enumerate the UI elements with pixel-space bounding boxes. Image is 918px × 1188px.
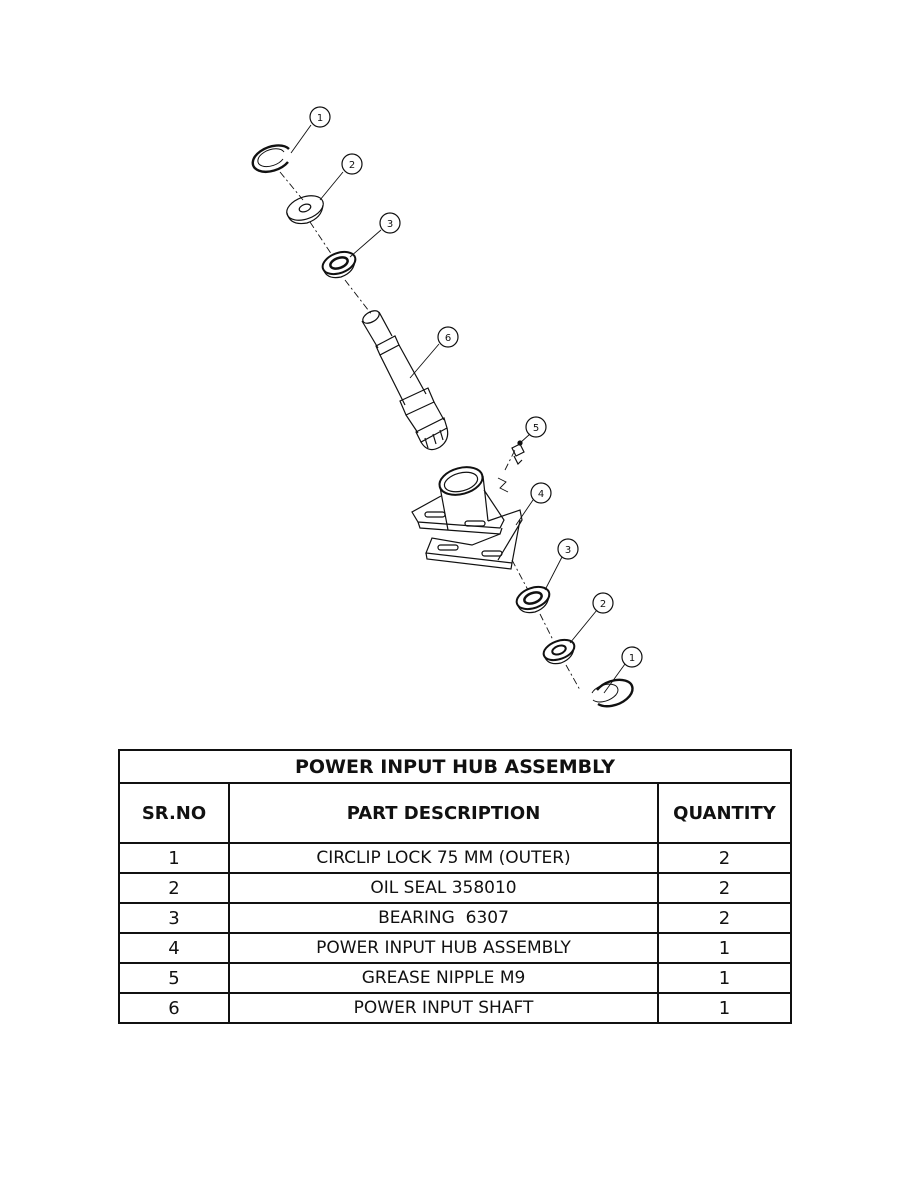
table-row: 6 POWER INPUT SHAFT 1 (118, 992, 792, 1024)
table-row: 5 GREASE NIPPLE M9 1 (118, 962, 792, 994)
exploded-assembly-diagram: 1 2 3 6 5 4 3 2 1 (251, 106, 643, 708)
parts-list-table: POWER INPUT HUB ASSEMBLY SR.NO PART DESC… (118, 749, 792, 1024)
circlip-top (251, 144, 290, 174)
table-row: 2 OIL SEAL 358010 2 (118, 872, 792, 904)
callout-3-bottom (544, 538, 579, 591)
callout-label: 1 (629, 653, 635, 664)
quantity-cell: 2 (657, 902, 792, 934)
quantity-cell: 1 (657, 992, 792, 1024)
part-description-cell: GREASE NIPPLE M9 (228, 962, 659, 994)
table-row: 3 BEARING 6307 2 (118, 902, 792, 934)
callout-5 (519, 416, 547, 444)
callout-3-top (349, 212, 401, 258)
callout-label: 3 (387, 219, 393, 230)
hub-housing (411, 466, 523, 570)
callout-1-bottom (603, 646, 643, 694)
callout-2-bottom (569, 592, 614, 644)
oil-seal-bottom (542, 638, 576, 665)
part-description-cell: POWER INPUT HUB ASSEMBLY (228, 932, 659, 964)
column-header-sr-no: SR.NO (118, 782, 230, 844)
circlip-bottom (591, 678, 634, 708)
sr-no-cell: 2 (118, 872, 230, 904)
callout-4 (515, 482, 552, 526)
oil-seal-top (286, 195, 324, 225)
quantity-cell: 2 (657, 872, 792, 904)
part-description-cell: CIRCLIP LOCK 75 MM (OUTER) (228, 842, 659, 874)
table-row: 4 POWER INPUT HUB ASSEMBLY 1 (118, 932, 792, 964)
bearing-bottom (515, 585, 551, 614)
callout-label: 1 (317, 113, 323, 124)
callout-label: 5 (533, 423, 539, 434)
table-row: 1 CIRCLIP LOCK 75 MM (OUTER) 2 (118, 842, 792, 874)
callout-1-top (290, 106, 331, 154)
table-header-row: SR.NO PART DESCRIPTION QUANTITY (118, 782, 792, 844)
callout-label: 4 (538, 489, 544, 500)
callout-6 (409, 326, 459, 379)
power-input-shaft (361, 310, 449, 451)
column-header-part-description: PART DESCRIPTION (228, 782, 659, 844)
grease-nipple (511, 440, 525, 466)
table-title-row: POWER INPUT HUB ASSEMBLY (118, 749, 792, 784)
part-description-cell: OIL SEAL 358010 (228, 872, 659, 904)
sr-no-cell: 3 (118, 902, 230, 934)
quantity-cell: 2 (657, 842, 792, 874)
sr-no-cell: 4 (118, 932, 230, 964)
table-title: POWER INPUT HUB ASSEMBLY (118, 749, 792, 784)
quantity-cell: 1 (657, 962, 792, 994)
assembly-axis-lines (279, 171, 581, 691)
sr-no-cell: 5 (118, 962, 230, 994)
quantity-cell: 1 (657, 932, 792, 964)
callout-label: 3 (565, 545, 571, 556)
callout-label: 2 (349, 160, 355, 171)
part-description-cell: POWER INPUT SHAFT (228, 992, 659, 1024)
callout-2-top (319, 153, 363, 201)
callout-label: 6 (445, 333, 451, 344)
part-description-cell: BEARING 6307 (228, 902, 659, 934)
callout-label: 2 (600, 599, 606, 610)
column-header-quantity: QUANTITY (657, 782, 792, 844)
sr-no-cell: 1 (118, 842, 230, 874)
sr-no-cell: 6 (118, 992, 230, 1024)
bearing-top (321, 250, 357, 279)
